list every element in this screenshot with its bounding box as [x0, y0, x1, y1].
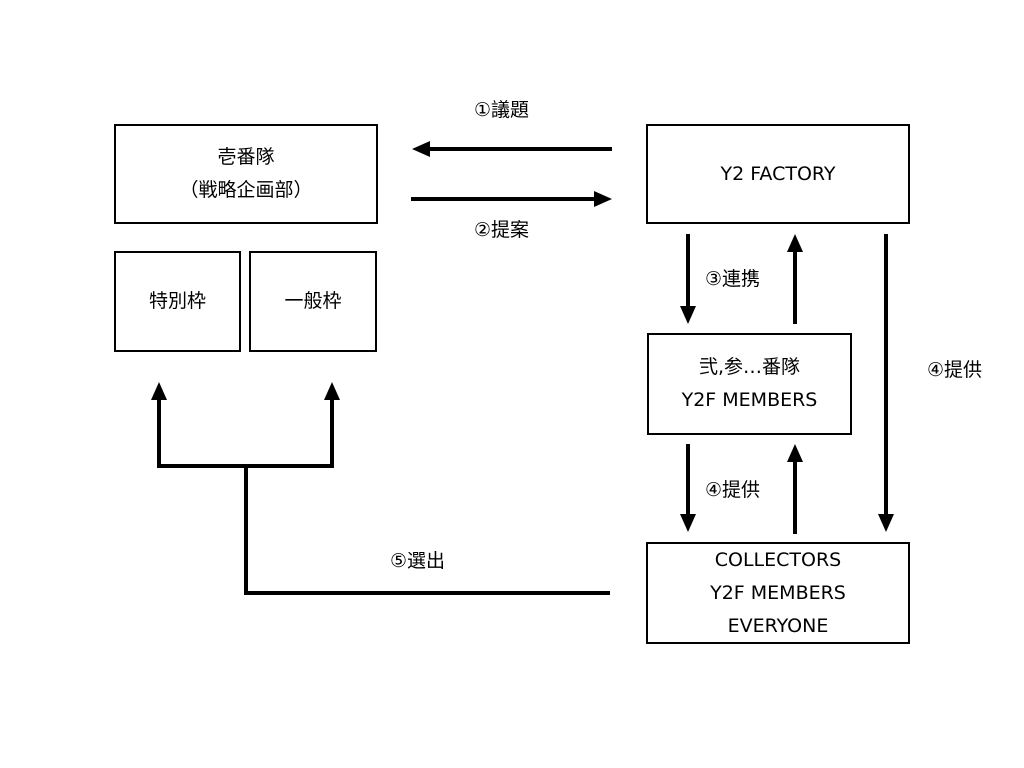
label-agenda: ①議題	[474, 99, 530, 121]
node-tokubetsu-waku-label: 特別枠	[148, 290, 206, 312]
arrow-provide-members-down	[680, 444, 696, 532]
arrow-proposal	[411, 191, 612, 207]
node-ni-san-bantai-line-2: Y2F MEMBERS	[681, 389, 818, 411]
node-collectors: COLLECTORS Y2F MEMBERS EVERYONE	[646, 542, 910, 644]
node-ippan-waku-label: 一般枠	[284, 290, 342, 312]
node-ichibantai: 壱番隊 （戦略企画部）	[114, 124, 378, 224]
label-cooperation: ③連携	[705, 268, 761, 290]
arrow-agenda	[412, 141, 612, 157]
node-ichibantai-line-2: （戦略企画部）	[179, 179, 313, 201]
label-provide-direct: ④提供	[927, 359, 983, 381]
node-y2-factory: Y2 FACTORY	[646, 124, 910, 224]
node-collectors-line-1: COLLECTORS	[714, 548, 842, 571]
node-collectors-line-3: EVERYONE	[727, 614, 829, 637]
arrow-provide-members-up	[787, 444, 803, 534]
arrow-provide-direct	[878, 234, 894, 532]
node-tokubetsu-waku: 特別枠	[114, 251, 241, 352]
node-ichibantai-line-1: 壱番隊	[217, 146, 275, 168]
node-y2-factory-label: Y2 FACTORY	[720, 162, 836, 185]
label-proposal: ②提案	[474, 219, 530, 241]
label-provide-members: ④提供	[705, 479, 761, 501]
node-ni-san-bantai: 弐,参…番隊 Y2F MEMBERS	[647, 333, 852, 435]
arrow-selection	[151, 382, 610, 595]
arrow-cooperation-down	[680, 234, 696, 324]
node-ni-san-bantai-line-1: 弐,参…番隊	[698, 356, 801, 378]
label-selection: ⑤選出	[390, 550, 446, 572]
node-collectors-line-2: Y2F MEMBERS	[710, 581, 846, 604]
node-ippan-waku: 一般枠	[249, 251, 377, 352]
arrow-cooperation-up	[787, 234, 803, 324]
